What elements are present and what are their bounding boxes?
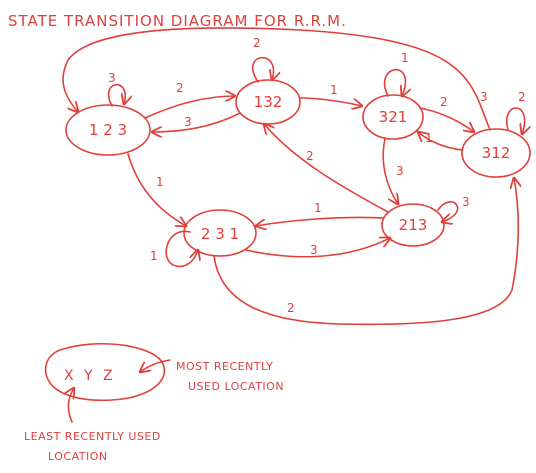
legend-most-recent-line1: MOST RECENTLY — [176, 360, 273, 373]
state-123: 1 2 3 — [65, 104, 151, 156]
edge-312-123: 3 — [62, 27, 491, 131]
edge-label-213-132: 2 — [306, 149, 314, 163]
edge-321-self: 1 — [383, 51, 409, 96]
edge-label-321-312: 2 — [440, 95, 448, 109]
state-label-132: 132 — [254, 93, 283, 111]
edge-132-123: 3 — [152, 112, 241, 132]
legend-most-recent-line2: USED LOCATION — [188, 380, 284, 393]
edge-label-213-self: 3 — [462, 195, 470, 209]
edge-213-132: 2 — [264, 124, 389, 213]
state-213: 213 — [381, 203, 445, 247]
edge-label-231-312: 2 — [287, 301, 295, 315]
edge-123-231: 1 — [127, 153, 186, 226]
state-312: 312 — [461, 128, 531, 178]
legend-state-label: X Y Z — [64, 368, 116, 384]
state-label-123: 1 2 3 — [89, 121, 127, 139]
edge-label-312-321: 1 — [425, 131, 433, 145]
state-label-231: 2 3 1 — [201, 225, 239, 243]
legend-least-recent-arrow — [68, 388, 74, 423]
edge-231-213: 3 — [245, 238, 390, 258]
edge-132-self: 2 — [251, 36, 274, 83]
edge-label-321-self: 1 — [401, 51, 409, 65]
edge-312-self: 2 — [505, 90, 526, 134]
edge-label-231-213: 3 — [310, 243, 318, 257]
edge-321-312: 2 — [419, 95, 474, 132]
edge-231-self: 1 — [150, 230, 198, 268]
edge-label-231-self: 1 — [150, 249, 158, 263]
edge-label-312-self: 2 — [518, 90, 526, 104]
edge-label-123-132: 2 — [176, 81, 184, 95]
edge-123-self: 3 — [107, 71, 125, 107]
edge-213-self: 3 — [437, 195, 470, 222]
edge-213-231: 1 — [256, 201, 384, 226]
legend-least-recent-line1: LEAST RECENTLY USED — [24, 430, 161, 443]
edge-312-321: 1 — [418, 131, 463, 151]
edge-label-312-123: 3 — [480, 90, 488, 104]
legend: X Y Z MOST RECENTLY USED LOCATION LEAST … — [24, 342, 284, 463]
state-label-321: 321 — [379, 108, 408, 126]
edge-label-132-123: 3 — [184, 115, 192, 129]
edge-231-312: 2 — [213, 178, 518, 326]
state-231: 2 3 1 — [183, 209, 257, 257]
state-321: 321 — [362, 94, 424, 140]
edge-label-123-231: 1 — [156, 175, 164, 189]
edge-321-213: 3 — [382, 138, 404, 204]
legend-least-recent-line2: LOCATION — [48, 450, 108, 463]
edge-label-132-self: 2 — [253, 36, 261, 50]
edge-label-213-231: 1 — [314, 201, 322, 215]
state-label-312: 312 — [482, 144, 511, 162]
edge-123-132: 2 — [144, 81, 235, 119]
legend-most-recent-arrow — [140, 359, 171, 372]
edge-label-123-self: 3 — [108, 71, 116, 85]
edge-132-321: 1 — [299, 83, 362, 106]
edge-label-321-213: 3 — [396, 164, 404, 178]
edge-label-132-321: 1 — [330, 83, 338, 97]
state-132: 132 — [235, 79, 301, 125]
diagram-title: STATE TRANSITION DIAGRAM FOR R.R.M. — [8, 12, 347, 30]
state-label-213: 213 — [399, 216, 428, 234]
